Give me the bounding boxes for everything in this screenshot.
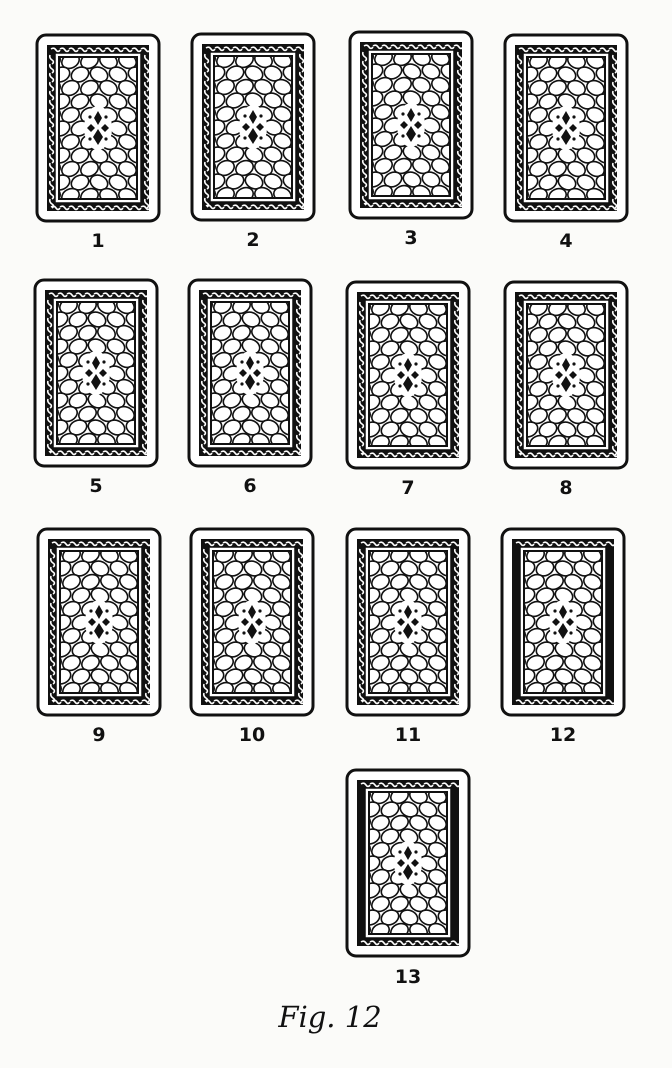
card-number-label: 8 (559, 477, 573, 499)
card-back-4 (503, 33, 629, 223)
card-back-3 (348, 30, 474, 220)
card-back-5 (33, 278, 159, 468)
card-number-label: 4 (559, 230, 573, 252)
card-number-label: 2 (246, 229, 260, 251)
card-back-8 (503, 280, 629, 470)
card-number-label: 1 (91, 230, 105, 252)
card-number-label: 3 (404, 227, 418, 249)
card-back-13 (345, 768, 471, 958)
card-back-9 (36, 527, 162, 717)
card-number-label: 7 (401, 477, 415, 499)
card-back-10 (189, 527, 315, 717)
card-number-label: 11 (394, 724, 422, 746)
card-number-label: 5 (89, 475, 103, 497)
card-number-label: 12 (549, 724, 577, 746)
card-back-11 (345, 527, 471, 717)
card-number-label: 13 (394, 966, 422, 988)
card-back-2 (190, 32, 316, 222)
card-back-12 (500, 527, 626, 717)
figure-caption: Fig. 12 (278, 1000, 382, 1034)
card-number-label: 10 (238, 724, 266, 746)
card-back-1 (35, 33, 161, 223)
card-back-7 (345, 280, 471, 470)
card-back-6 (187, 278, 313, 468)
card-number-label: 9 (92, 724, 106, 746)
card-number-label: 6 (243, 475, 257, 497)
